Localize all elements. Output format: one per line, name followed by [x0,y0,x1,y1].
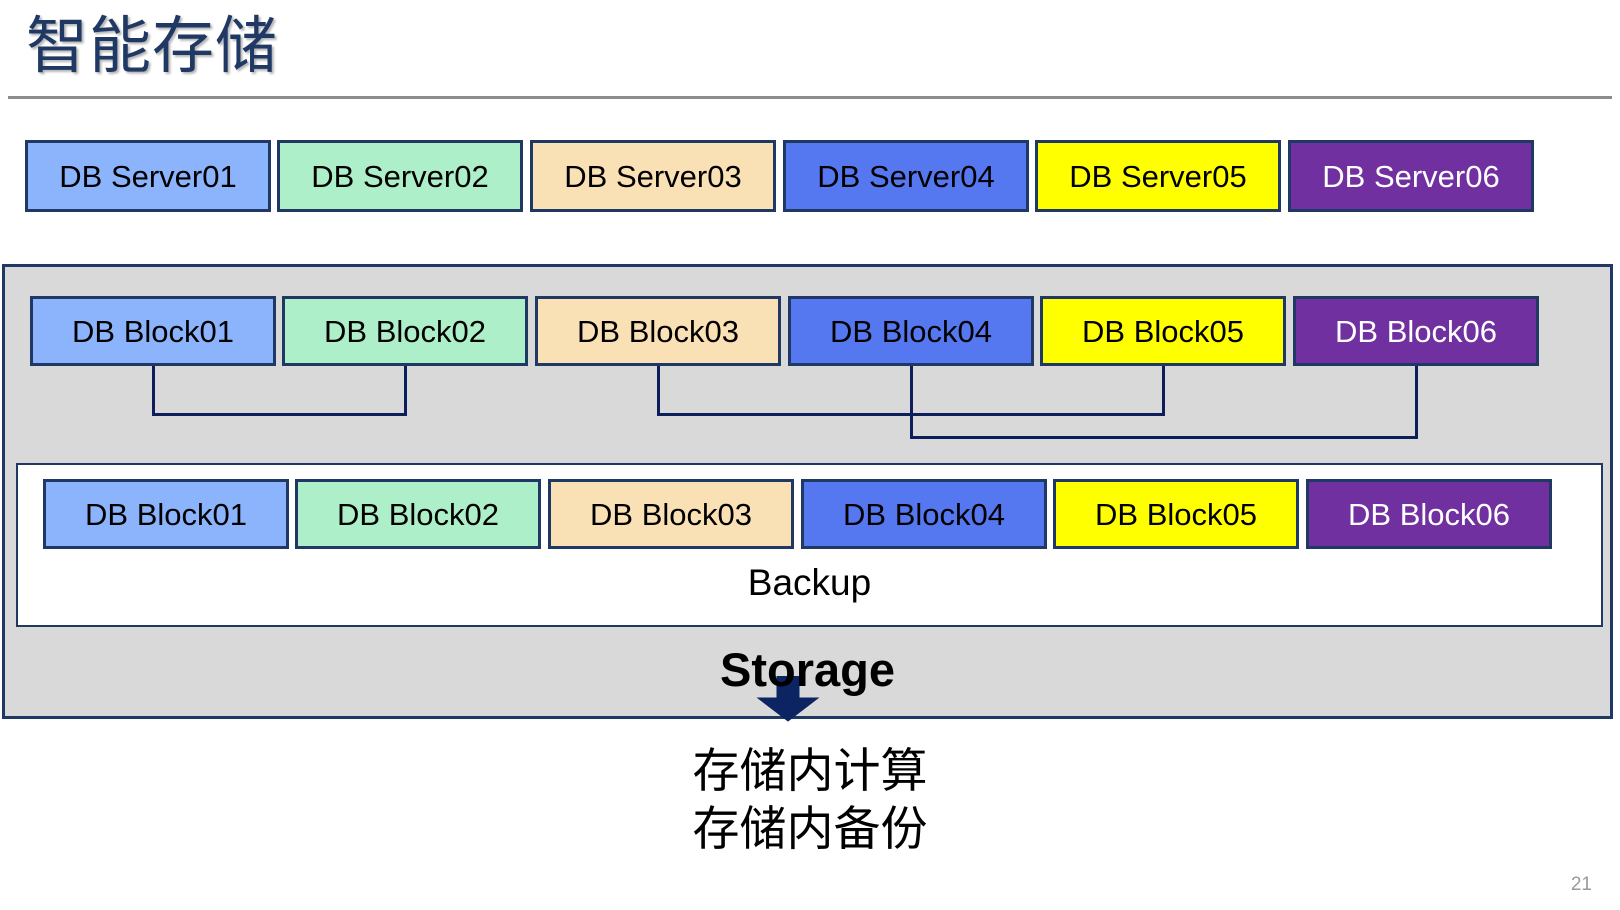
db-server-box-6[interactable]: DB Server06 [1288,140,1534,212]
db-block-box-1[interactable]: DB Block01 [30,296,276,366]
db-server-box-label: DB Server03 [564,158,742,194]
title-divider [8,96,1612,99]
connector-2-left-stem [656,366,660,416]
db-backup-block-box-3[interactable]: DB Block03 [548,479,794,549]
db-server-box-5[interactable]: DB Server05 [1035,140,1281,212]
connector-3-right-stem [1414,366,1418,439]
caption-block: 存储内计算 存储内备份 [0,742,1620,858]
db-backup-block-box-6[interactable]: DB Block06 [1306,479,1552,549]
page-number: 21 [1570,874,1592,895]
backup-panel: DB Block01 DB Block02 DB Block03 DB Block04… [16,463,1603,627]
db-server-box-2[interactable]: DB Server02 [277,140,523,212]
db-block-box-label: DB Block06 [1335,313,1497,349]
connector-1-crossbar [151,413,407,416]
connector-2-right-stem [1161,366,1165,416]
connector-1-right-stem [403,366,407,416]
db-server-box-label: DB Server06 [1322,158,1500,194]
db-server-box-3[interactable]: DB Server03 [530,140,776,212]
caption-line-1: 存储内计算 [692,744,928,797]
db-backup-block-box-label: DB Block06 [1348,496,1510,532]
db-block-box-label: DB Block02 [324,313,486,349]
db-backup-block-box-label: DB Block04 [843,496,1005,532]
db-server-box-4[interactable]: DB Server04 [783,140,1029,212]
db-backup-block-box-label: DB Block05 [1095,496,1257,532]
db-server-box-label: DB Server04 [817,158,995,194]
db-backup-block-box-5[interactable]: DB Block05 [1053,479,1299,549]
down-arrow-icon [756,676,820,722]
connector-3-crossbar [909,436,1418,439]
db-block-box-6[interactable]: DB Block06 [1293,296,1539,366]
page-title: 智能存储 [26,12,279,81]
db-backup-block-box-label: DB Block03 [590,496,752,532]
db-block-box-label: DB Block01 [72,313,234,349]
storage-label: Storage [720,643,895,696]
db-server-box-label: DB Server02 [311,158,489,194]
db-backup-block-box-label: DB Block02 [337,496,499,532]
db-server-box-label: DB Server05 [1069,158,1247,194]
caption-line-2: 存储内备份 [692,802,928,855]
db-backup-block-box-label: DB Block01 [85,496,247,532]
storage-container: DB Block01 DB Block02 DB Block03 DB Block04… [2,264,1613,722]
db-block-box-label: DB Block03 [577,313,739,349]
db-server-row: DB Server01 DB Server02 DB Server03 DB Serv… [0,140,1620,212]
db-backup-block-box-1[interactable]: DB Block01 [43,479,289,549]
db-block-box-3[interactable]: DB Block03 [535,296,781,366]
db-block-row-primary: DB Block01 DB Block02 DB Block03 DB Block04… [5,296,1610,366]
db-backup-block-box-2[interactable]: DB Block02 [295,479,541,549]
db-block-box-label: DB Block05 [1082,313,1244,349]
connector-1-left-stem [151,366,155,416]
db-block-box-4[interactable]: DB Block04 [788,296,1034,366]
backup-label: Backup [747,562,872,603]
db-backup-block-box-4[interactable]: DB Block04 [801,479,1047,549]
db-server-box-1[interactable]: DB Server01 [25,140,271,212]
db-block-row-backup: DB Block01 DB Block02 DB Block03 DB Block04… [18,479,1601,549]
db-block-box-2[interactable]: DB Block02 [282,296,528,366]
db-server-box-label: DB Server01 [59,158,237,194]
db-block-box-5[interactable]: DB Block05 [1040,296,1286,366]
db-block-box-label: DB Block04 [830,313,992,349]
connector-3-left-stem [909,366,913,439]
